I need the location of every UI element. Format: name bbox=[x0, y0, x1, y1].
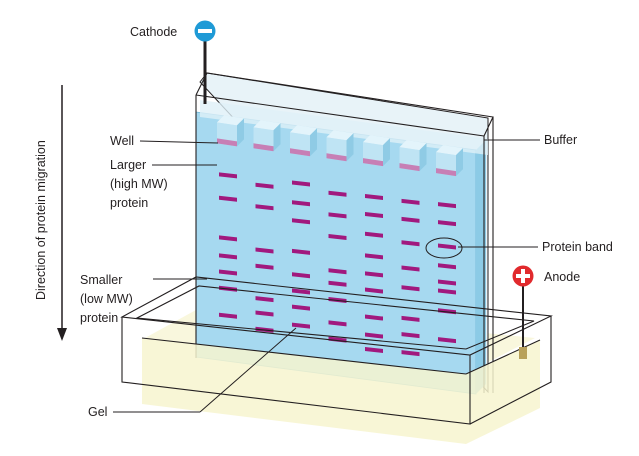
wells-group bbox=[217, 115, 463, 177]
protein-band bbox=[365, 314, 383, 321]
buffer-label: Buffer bbox=[544, 133, 577, 147]
tank-side-face bbox=[469, 316, 552, 425]
buffer-tank-front bbox=[120, 276, 553, 444]
protein-band bbox=[365, 253, 383, 260]
upper-buffer bbox=[200, 100, 488, 155]
protein-band bbox=[219, 253, 237, 260]
tank-inner-top-line bbox=[141, 337, 467, 375]
protein-band bbox=[401, 350, 420, 357]
protein-band bbox=[438, 279, 456, 286]
protein-band bbox=[292, 272, 310, 279]
plus-circle-icon bbox=[512, 265, 534, 287]
well bbox=[290, 125, 317, 157]
protein-band bbox=[292, 248, 310, 255]
protein-band bbox=[219, 312, 237, 319]
protein-band bbox=[219, 172, 237, 179]
protein-band bbox=[255, 204, 274, 211]
tank-rim-inner bbox=[135, 285, 535, 350]
minus-circle-icon bbox=[194, 20, 216, 42]
protein-band bbox=[255, 247, 274, 254]
smaller-label-line3: protein bbox=[80, 311, 118, 325]
protein-band bbox=[328, 268, 347, 275]
protein-band bbox=[401, 265, 420, 272]
anode-label: Anode bbox=[544, 270, 580, 284]
larger-label-line1: Larger bbox=[110, 158, 146, 172]
glass-top-edge bbox=[195, 72, 494, 137]
protein-band bbox=[365, 271, 383, 278]
protein-band bbox=[401, 198, 420, 205]
anode-electrode bbox=[512, 265, 534, 359]
well bbox=[326, 130, 354, 162]
gel-leader-diag bbox=[199, 327, 297, 413]
protein-band bbox=[401, 315, 420, 322]
protein-band bbox=[438, 337, 456, 344]
protein-band bbox=[292, 288, 310, 295]
protein-band bbox=[255, 310, 274, 317]
protein-band bbox=[328, 234, 347, 241]
protein-band bbox=[438, 243, 456, 250]
protein-band bbox=[255, 296, 274, 303]
anode-terminal bbox=[519, 347, 527, 359]
well-label: Well bbox=[110, 134, 134, 148]
protein-band bbox=[328, 320, 347, 327]
protein-band bbox=[365, 287, 383, 294]
protein-band bbox=[328, 190, 347, 197]
protein-band bbox=[292, 180, 310, 187]
gel-label: Gel bbox=[88, 405, 107, 419]
protein-band bbox=[401, 240, 420, 247]
protein-band bbox=[292, 218, 310, 225]
arrow-head bbox=[57, 328, 67, 341]
protein-band bbox=[219, 235, 237, 242]
cathode-electrode bbox=[194, 20, 216, 104]
protein-band bbox=[365, 231, 383, 238]
protein-band bbox=[219, 269, 237, 276]
larger-label-line2: (high MW) bbox=[110, 177, 168, 191]
band-highlight-circle bbox=[425, 237, 463, 259]
larger-label-line3: protein bbox=[110, 196, 148, 210]
protein-band bbox=[255, 263, 274, 270]
direction-label: Direction of protein migration bbox=[34, 140, 48, 300]
migration-arrow: Direction of protein migration bbox=[34, 85, 67, 341]
smaller-label-line1: Smaller bbox=[80, 273, 122, 287]
protein-band bbox=[365, 193, 383, 200]
well bbox=[399, 140, 427, 172]
well-leader bbox=[139, 140, 219, 144]
protein-band bbox=[292, 322, 310, 329]
well bbox=[363, 135, 390, 167]
protein-band bbox=[328, 212, 347, 219]
protein-band bbox=[438, 288, 456, 295]
protein-band bbox=[365, 211, 383, 218]
tank-liquid-front bbox=[142, 338, 466, 444]
protein-band bbox=[292, 304, 310, 311]
protein-band bbox=[401, 332, 420, 339]
protein-band bbox=[438, 202, 456, 209]
glass-top-front bbox=[195, 94, 485, 137]
protein-band bbox=[401, 285, 420, 292]
protein-band bbox=[438, 220, 456, 227]
tank-front-face bbox=[121, 317, 471, 425]
protein-band bbox=[255, 182, 274, 189]
protein-band bbox=[438, 263, 456, 270]
protein-band-label: Protein band bbox=[542, 240, 613, 254]
protein-band bbox=[292, 200, 310, 207]
well bbox=[436, 145, 463, 177]
protein-band bbox=[328, 280, 347, 287]
leader-lines bbox=[113, 139, 540, 413]
tank-inner-side-line bbox=[465, 339, 541, 375]
protein-band bbox=[365, 346, 383, 353]
protein-band bbox=[401, 216, 420, 223]
well bbox=[253, 120, 281, 152]
front-glass-plate bbox=[195, 72, 494, 393]
protein-band bbox=[219, 195, 237, 202]
protein-band bbox=[365, 332, 383, 339]
well bbox=[217, 115, 244, 147]
protein-bands bbox=[219, 172, 456, 357]
cathode-label: Cathode bbox=[130, 25, 177, 39]
smaller-label-line2: (low MW) bbox=[80, 292, 133, 306]
